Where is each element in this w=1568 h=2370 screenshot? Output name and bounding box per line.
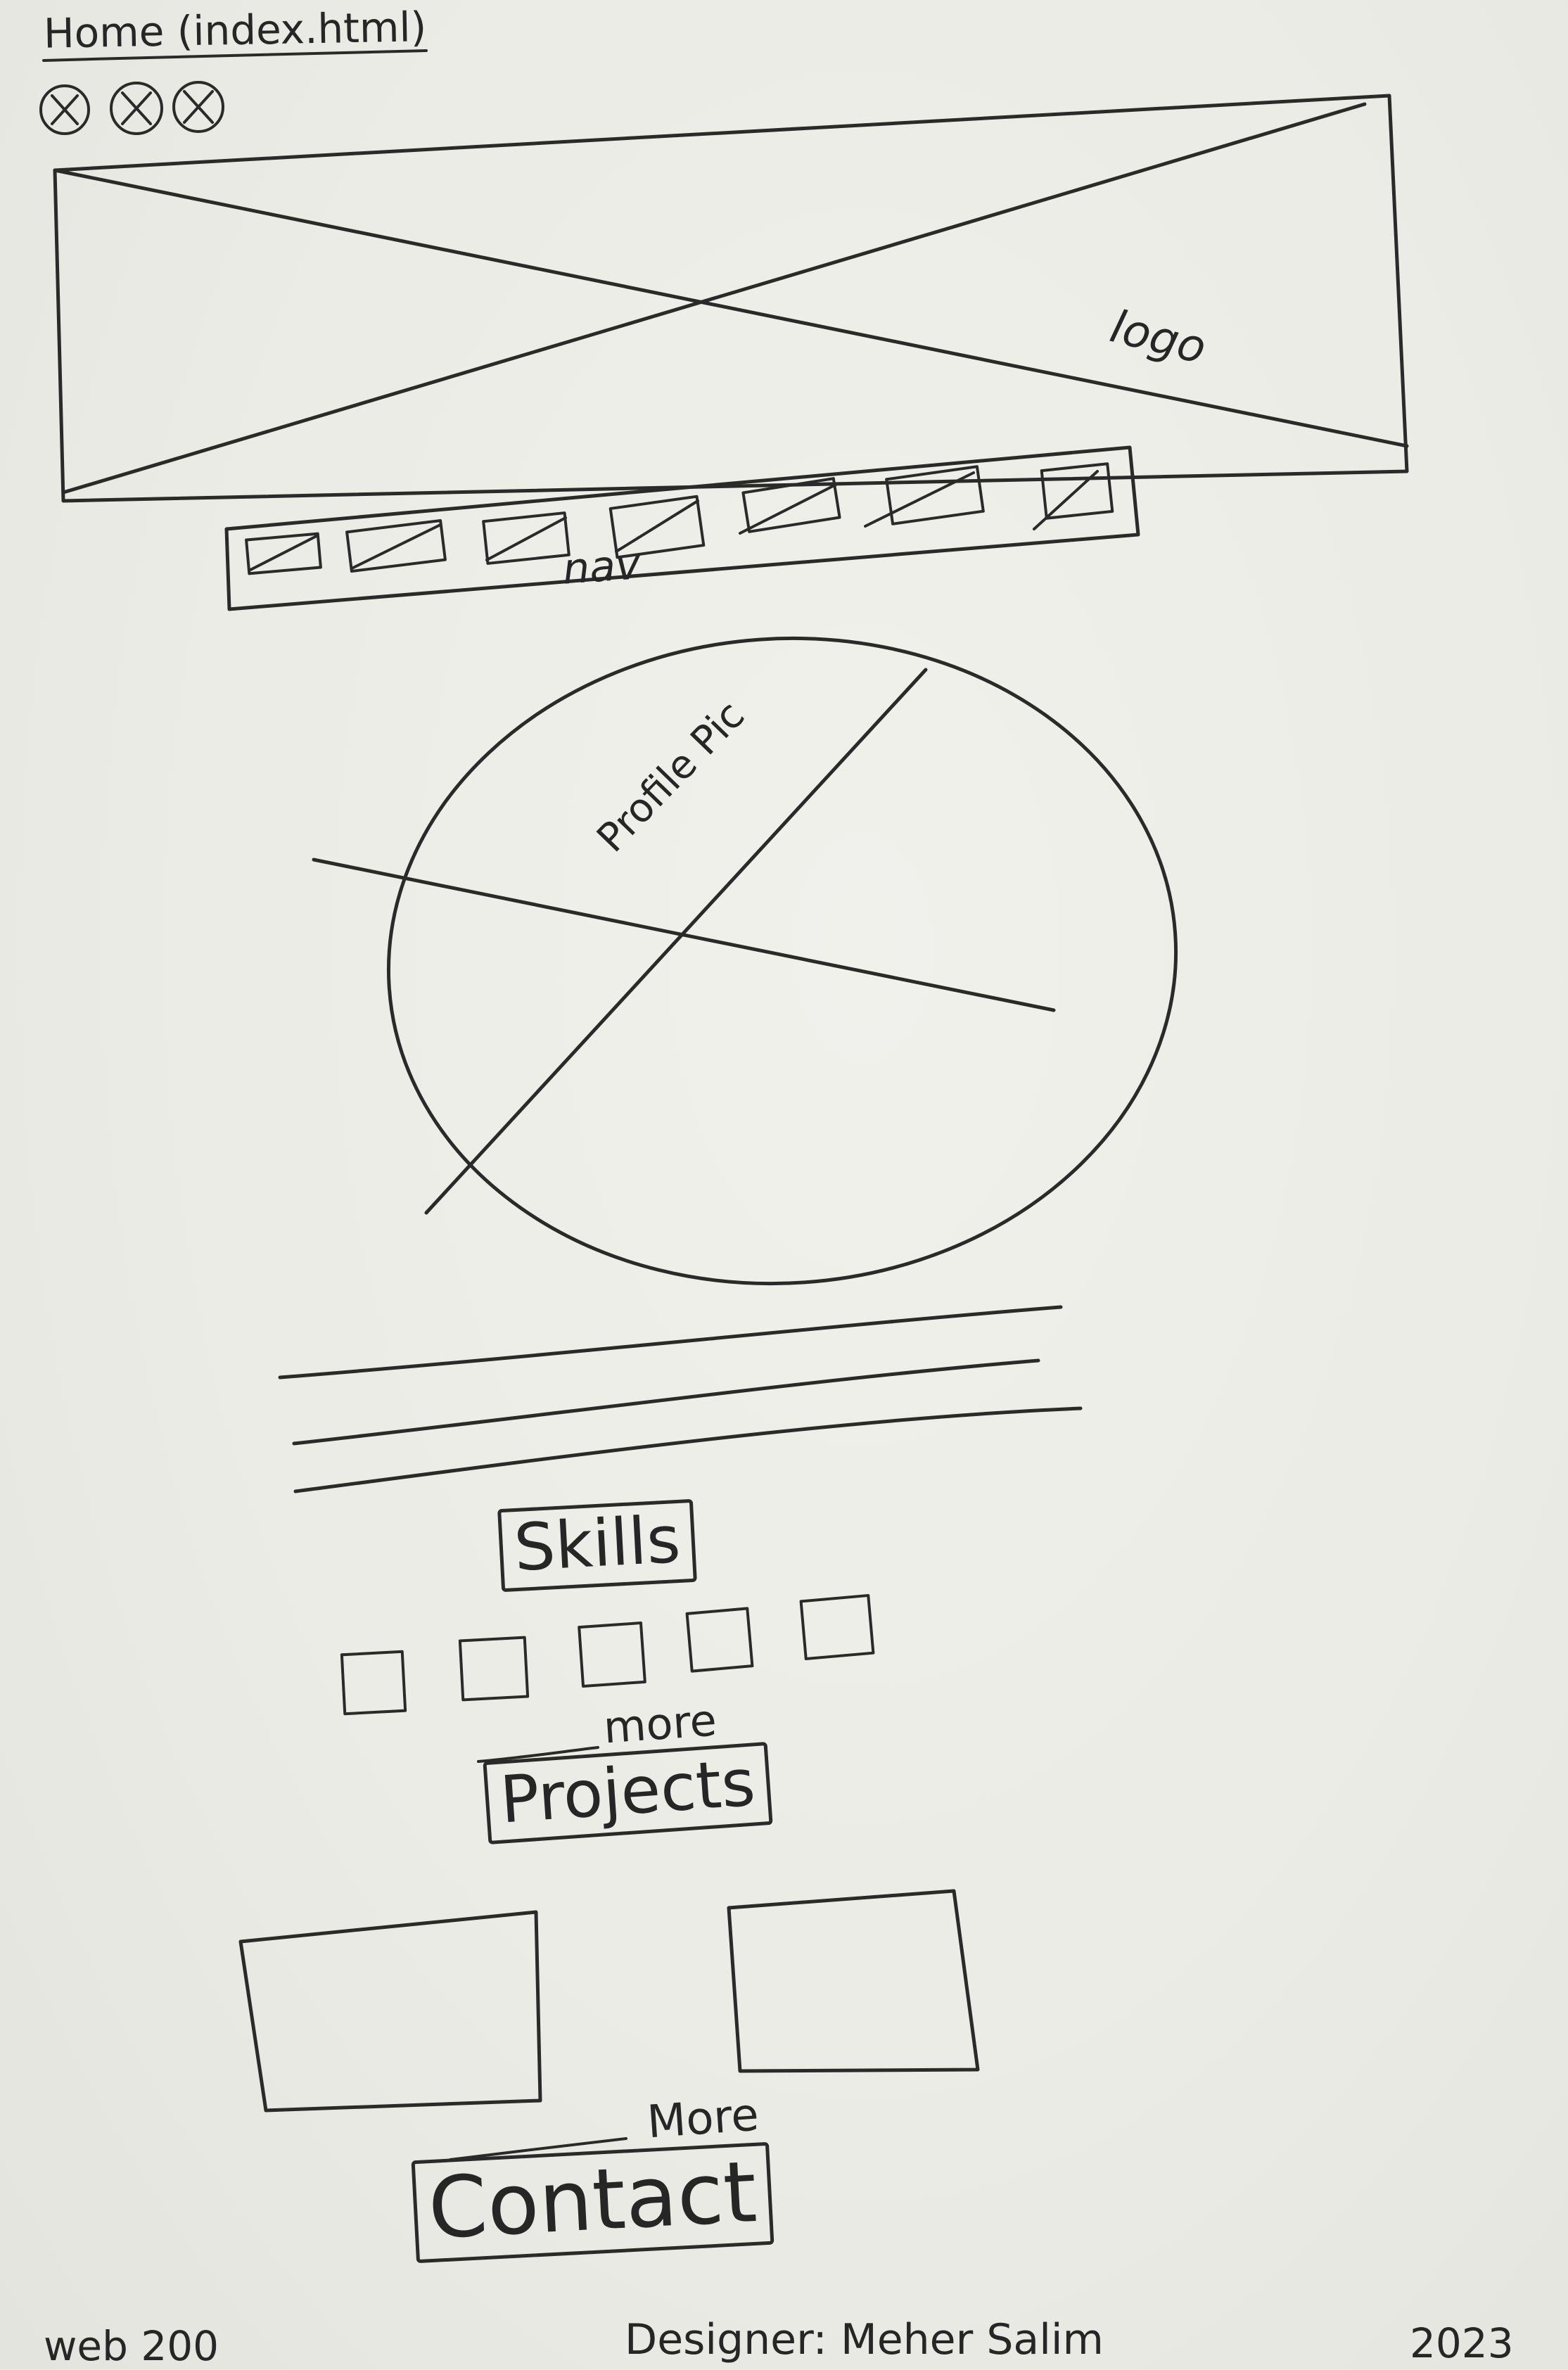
window-control-minimize-icon bbox=[110, 82, 163, 135]
logo-banner-placeholder bbox=[53, 94, 1409, 503]
nav-item-4[interactable] bbox=[608, 495, 706, 559]
footer-year: 2023 bbox=[1410, 2319, 1514, 2367]
skill-icon-3[interactable] bbox=[578, 1622, 646, 1688]
nav-bar bbox=[224, 445, 1140, 611]
skills-more-underline bbox=[477, 1746, 599, 1763]
intro-text-lines bbox=[278, 1305, 1083, 1493]
nav-item-2[interactable] bbox=[345, 519, 447, 573]
nav-item-6[interactable] bbox=[864, 465, 985, 528]
projects-more-underline bbox=[449, 2137, 627, 2161]
nav-item-1[interactable] bbox=[245, 532, 322, 575]
nav-item-5[interactable] bbox=[739, 477, 841, 535]
nav-label: nav bbox=[561, 540, 642, 594]
skills-more-link[interactable]: more bbox=[601, 1694, 718, 1754]
projects-more-link[interactable]: More bbox=[645, 2089, 761, 2149]
window-control-maximize-icon bbox=[172, 81, 224, 133]
contact-heading[interactable]: Contact bbox=[411, 2141, 775, 2264]
window-control-close-icon bbox=[39, 84, 90, 135]
nav-item-3[interactable] bbox=[482, 511, 571, 565]
project-card-1[interactable] bbox=[238, 1910, 542, 2113]
skill-icon-4[interactable] bbox=[685, 1607, 754, 1673]
skill-icon-2[interactable] bbox=[458, 1636, 530, 1702]
page-title: Home (index.html) bbox=[43, 3, 427, 58]
nav-items bbox=[245, 462, 1114, 575]
skills-heading[interactable]: Skills bbox=[497, 1498, 698, 1593]
title-underline bbox=[42, 49, 428, 62]
nav-item-7[interactable] bbox=[1033, 462, 1114, 530]
skills-icons bbox=[340, 1593, 875, 1716]
skill-icon-5[interactable] bbox=[799, 1593, 875, 1661]
project-card-2[interactable] bbox=[727, 1889, 980, 2073]
profile-picture-placeholder bbox=[312, 636, 1178, 1286]
skill-icon-1[interactable] bbox=[340, 1650, 407, 1716]
footer-designer: Designer: Meher Salim bbox=[625, 2315, 1104, 2364]
footer-course: web 200 bbox=[44, 2322, 219, 2370]
project-cards bbox=[238, 1889, 980, 2113]
